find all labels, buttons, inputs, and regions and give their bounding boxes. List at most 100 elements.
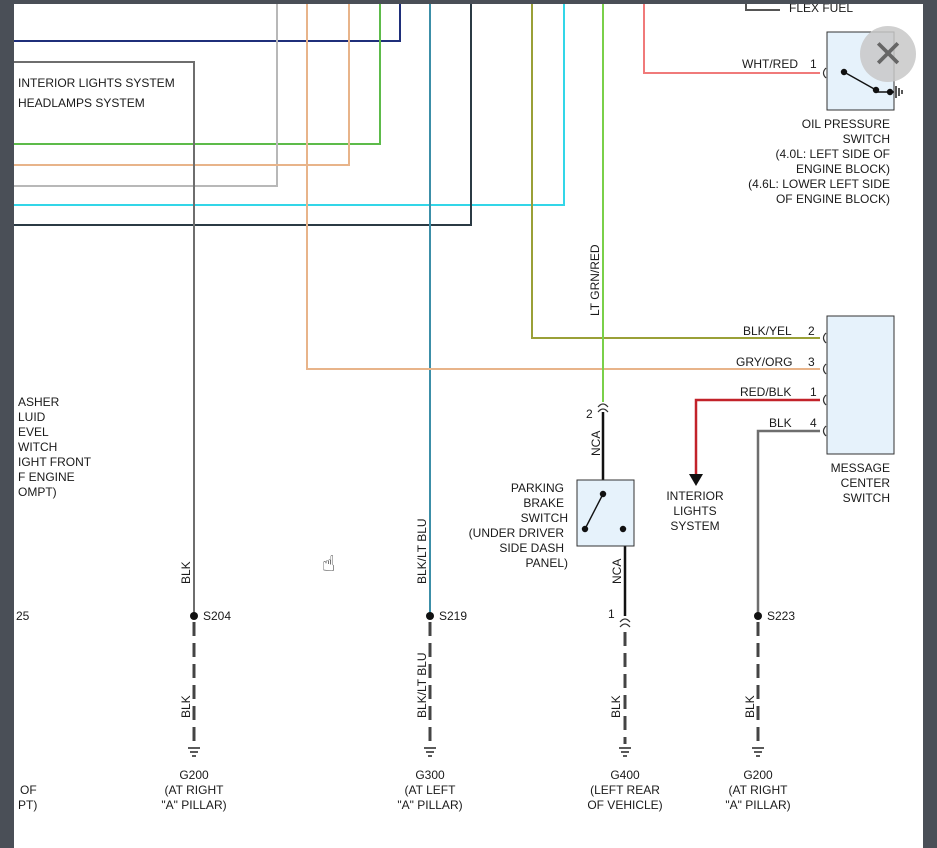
ground-symbol-g300	[424, 747, 436, 757]
left-ground-partial-1: OF	[20, 783, 37, 797]
connector-group	[597, 67, 827, 628]
washer-line-4: WITCH	[18, 440, 57, 454]
blkyel-wire-label: BLK/YEL	[743, 324, 792, 338]
oil-switch-name-1: OIL PRESSURE	[802, 117, 890, 131]
s204-label: S204	[203, 609, 231, 623]
g400-name-3: OF VEHICLE)	[587, 798, 662, 812]
connector-blkyel	[822, 332, 827, 344]
label-group: FLEX FUEL INTERIOR LIGHTS SYSTEM HEADLAM…	[16, 4, 890, 812]
oil-wire-label: WHT/RED	[742, 57, 798, 71]
ground-symbol-group	[188, 747, 764, 757]
parking-brake-name-6: PANEL)	[526, 556, 568, 570]
redblk-pin-label: 1	[810, 385, 817, 399]
g400-name-1: G400	[610, 768, 640, 782]
parking-brake-name-1: PARKING	[511, 481, 564, 495]
blk-pin-label: 4	[810, 416, 817, 430]
oil-switch-name-2: SWITCH	[843, 132, 890, 146]
s223-wire-bottom: BLK	[743, 695, 757, 718]
washer-line-6: F ENGINE	[18, 470, 75, 484]
parking-top-pin: 2	[586, 407, 593, 421]
connector-redblk	[822, 394, 827, 406]
washer-line-2: LUID	[18, 410, 46, 424]
message-center-switch-box	[826, 315, 895, 455]
splice-dot-s223	[754, 612, 762, 620]
olive-wire	[531, 4, 820, 339]
navy-wire	[14, 4, 401, 42]
headlamps-system-label: HEADLAMPS SYSTEM	[18, 96, 145, 110]
parking-nca-bottom: NCA	[610, 559, 624, 584]
message-center-name-2: CENTER	[841, 476, 891, 490]
red-wire	[694, 398, 820, 474]
parking-brake-name-5: SIDE DASH	[499, 541, 564, 555]
g400-wire-bottom: BLK	[609, 695, 623, 718]
g300-name-1: G300	[415, 768, 445, 782]
washer-line-3: EVEL	[18, 425, 49, 439]
ground-symbol-g200-right	[752, 747, 764, 757]
splice-dot-s219	[426, 612, 434, 620]
splice-dot-group	[190, 612, 762, 620]
gryorg-pin-label: 3	[808, 355, 815, 369]
gray-wire-s223	[756, 429, 820, 616]
interior-lights-system-label: INTERIOR LIGHTS SYSTEM	[18, 76, 175, 90]
washer-line-1: ASHER	[18, 395, 60, 409]
connector-blk	[822, 425, 827, 437]
blk-wire-label: BLK	[769, 416, 792, 430]
g300-name-3: "A" PILLAR)	[397, 798, 462, 812]
message-center-name-3: SWITCH	[843, 491, 890, 505]
parking-nca-top: NCA	[589, 431, 603, 456]
splice-dot-s204	[190, 612, 198, 620]
interior-lights-arrow-2: LIGHTS	[673, 504, 716, 518]
g200-right-name-3: "A" PILLAR)	[725, 798, 790, 812]
left-ground-partial-2: PT)	[18, 798, 37, 812]
interior-lights-arrow	[689, 474, 703, 486]
diagram-canvas: FLEX FUEL INTERIOR LIGHTS SYSTEM HEADLAM…	[14, 4, 923, 848]
s223-label: S223	[767, 609, 795, 623]
washer-line-5: IGHT FRONT	[18, 455, 92, 469]
close-button[interactable]: ✕	[860, 26, 916, 82]
g300-name-2: (AT LEFT	[405, 783, 457, 797]
oil-switch-name-5: (4.6L: LOWER LEFT SIDE	[748, 177, 890, 191]
gryorg-wire-label: GRY/ORG	[736, 355, 792, 369]
s204-wire-bottom: BLK	[179, 695, 193, 718]
dark-wire	[14, 4, 472, 226]
oil-switch-name-4: ENGINE BLOCK)	[796, 162, 890, 176]
washer-line-7: OMPT)	[18, 485, 57, 499]
interior-lights-arrow-3: SYSTEM	[670, 519, 719, 533]
oil-pin-label: 1	[810, 57, 817, 71]
green-wire	[14, 4, 381, 145]
oil-switch-name-6: OF ENGINE BLOCK)	[776, 192, 890, 206]
oil-switch-symbol	[840, 68, 903, 98]
cyan-wire	[14, 4, 565, 206]
close-icon[interactable]: ✕	[872, 32, 904, 76]
s204-wire-top: BLK	[179, 561, 193, 584]
gray-wire-s204	[14, 61, 195, 616]
flex-fuel-label: FLEX FUEL	[789, 4, 853, 15]
parking-brake-name-2: BRAKE	[523, 496, 564, 510]
parking-brake-switch-box	[576, 479, 635, 547]
ground-line-group	[192, 622, 760, 744]
g200-right-name-2: (AT RIGHT	[729, 783, 789, 797]
g200-left-name-2: (AT RIGHT	[165, 783, 225, 797]
g400-name-2: (LEFT REAR	[590, 783, 660, 797]
top-wire-group	[14, 4, 820, 616]
lt-grn-red-label: LT GRN/RED	[588, 244, 602, 316]
parking-brake-name-4: (UNDER DRIVER	[469, 526, 565, 540]
connector-nca-bottom	[619, 618, 631, 628]
left-splice-partial: 25	[16, 609, 30, 623]
tan-wire-gryorg	[306, 4, 820, 370]
flexfuel-wire	[745, 4, 780, 11]
s219-label: S219	[439, 609, 467, 623]
s219-wire-bottom: BLK/LT BLU	[415, 652, 429, 718]
parking-bottom-pin: 1	[608, 607, 615, 621]
interior-lights-arrow-1: INTERIOR	[666, 489, 724, 503]
g200-right-name-1: G200	[743, 768, 773, 782]
connector-nca-top	[597, 403, 609, 413]
g200-left-name-1: G200	[179, 768, 209, 782]
ground-symbol-g400	[619, 747, 631, 757]
connector-gryorg	[822, 363, 827, 375]
g200-left-name-3: "A" PILLAR)	[161, 798, 226, 812]
s219-wire-top: BLK/LT BLU	[415, 518, 429, 584]
light-gray-wire	[14, 4, 278, 187]
wiring-diagram: FLEX FUEL INTERIOR LIGHTS SYSTEM HEADLAM…	[14, 4, 903, 812]
